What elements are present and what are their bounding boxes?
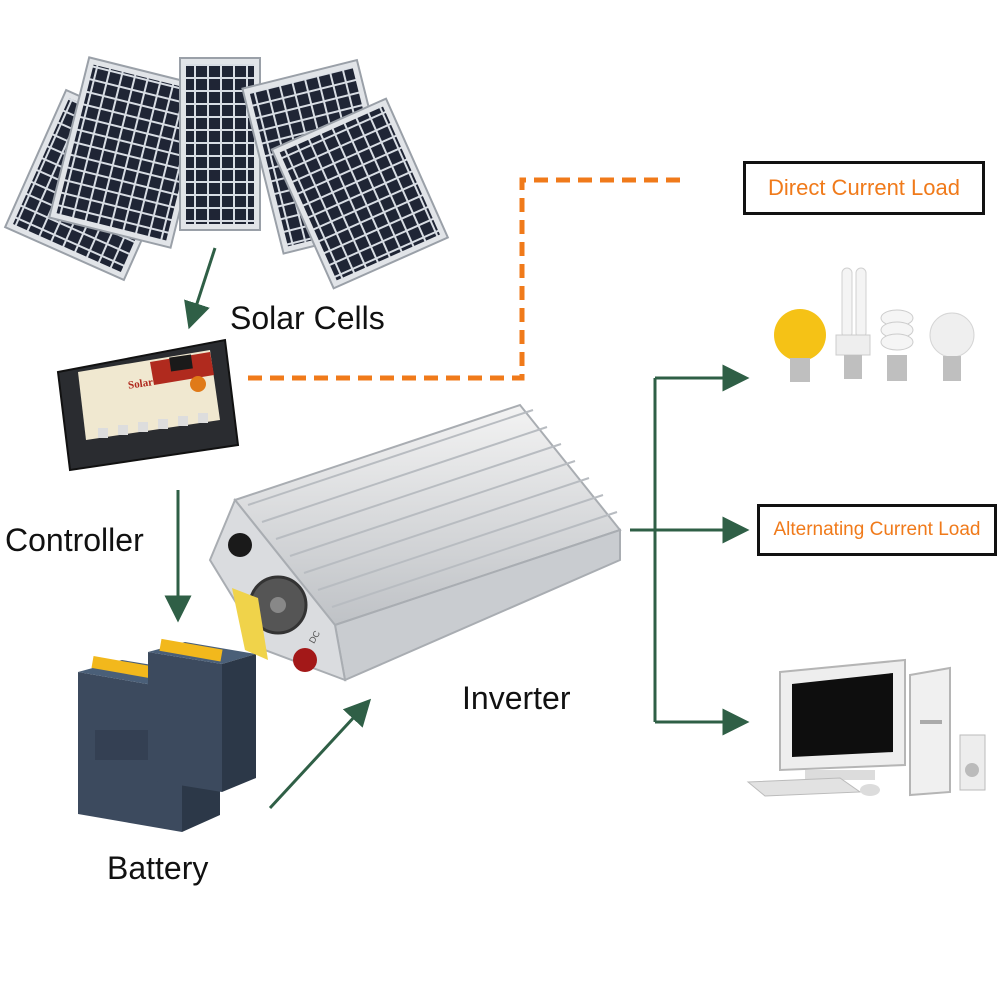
solar-panels bbox=[3, 56, 450, 290]
controller-label: Controller bbox=[5, 522, 144, 558]
ac-load-label: Alternating Current Load bbox=[773, 519, 981, 540]
dc-dashed-line bbox=[248, 177, 682, 381]
speaker-icon bbox=[959, 734, 986, 791]
battery-pack bbox=[78, 638, 256, 832]
arrow-battery-to-inverter bbox=[268, 698, 372, 810]
negative-terminal-icon bbox=[228, 533, 252, 557]
battery-label: Battery bbox=[107, 850, 209, 886]
ac-load-box: Alternating Current Load bbox=[757, 504, 997, 556]
solar-panel-3 bbox=[179, 57, 261, 231]
flow-connectors bbox=[164, 177, 750, 810]
keyboard-icon bbox=[746, 777, 862, 797]
arrow-solar-to-controller bbox=[184, 247, 217, 330]
cfl-tube-bulb-icon bbox=[835, 267, 871, 379]
charge-controller bbox=[56, 338, 240, 472]
solar-panel-2 bbox=[48, 56, 212, 249]
inverter-unit bbox=[208, 403, 622, 682]
positive-terminal-icon bbox=[293, 648, 317, 672]
solar-panel-5 bbox=[270, 97, 450, 290]
controller-terminal-row bbox=[98, 413, 208, 438]
solar-cells-label: Solar Cells bbox=[230, 300, 385, 336]
computer-set bbox=[746, 658, 986, 797]
yellow-bulb-icon bbox=[774, 309, 826, 382]
inverter-label: Inverter bbox=[462, 680, 571, 716]
globe-bulb-icon bbox=[929, 312, 975, 381]
dc-load-label: Direct Current Load bbox=[768, 175, 960, 200]
pc-tower bbox=[909, 666, 951, 797]
inverter-fins bbox=[247, 409, 618, 608]
mouse-icon bbox=[860, 784, 880, 796]
light-bulbs bbox=[774, 267, 975, 382]
battery-unit-right bbox=[148, 638, 256, 792]
monitor-screen bbox=[792, 673, 893, 757]
dc-load-box: Direct Current Load bbox=[743, 161, 985, 215]
spiral-bulb-icon bbox=[880, 309, 914, 381]
